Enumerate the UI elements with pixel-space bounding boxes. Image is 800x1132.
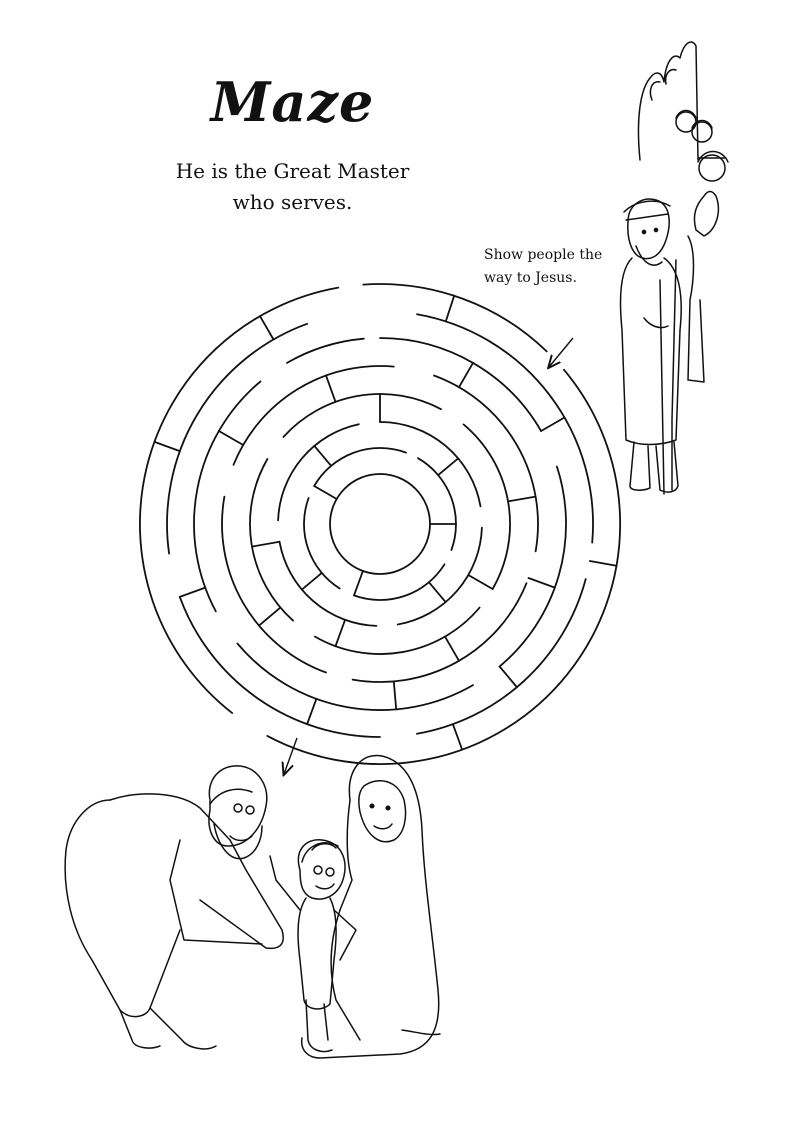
maze-wall — [313, 447, 407, 487]
maze-wall — [325, 374, 337, 403]
maze-walls — [153, 294, 618, 751]
maze-wall — [303, 497, 341, 590]
subtitle: He is the Great Master who serves. — [140, 156, 445, 218]
maze-wall — [527, 577, 556, 589]
maze-wall — [540, 416, 566, 432]
maze-wall — [392, 680, 398, 711]
end-arrow-icon — [284, 737, 298, 774]
maze-wall — [278, 540, 378, 627]
maze-wall — [379, 421, 482, 508]
maze-wall — [433, 374, 539, 553]
instruction-line-2: way to Jesus. — [484, 270, 577, 286]
subtitle-line-2: who serves. — [232, 190, 353, 214]
maze-wall — [353, 563, 446, 601]
maze-rings — [139, 283, 622, 765]
maze-wall — [259, 315, 275, 341]
maze-wall — [314, 606, 481, 655]
maze-wall — [444, 294, 456, 323]
maze-instruction: Show people the way to Jesus. — [484, 244, 614, 290]
maze-wall — [313, 485, 338, 500]
maze-wall — [313, 444, 333, 467]
maze-wall — [258, 606, 282, 627]
page-title: Maze — [210, 70, 375, 134]
maze-wall — [451, 723, 464, 751]
maze-wall — [178, 586, 207, 598]
maze-wall — [251, 540, 281, 548]
maze-wall — [153, 440, 181, 453]
maze-wall — [351, 582, 528, 683]
maze-wall — [416, 578, 587, 735]
maze-wall — [282, 393, 442, 438]
maze-wall — [462, 423, 511, 590]
instruction-line-1: Show people the — [484, 247, 603, 263]
maze-wall — [232, 365, 395, 466]
maze-wall — [266, 368, 622, 765]
maze-wall — [467, 574, 494, 590]
maze-wall — [458, 361, 474, 389]
maze-wall — [166, 322, 308, 555]
maze-wall — [427, 581, 447, 603]
maze-wall — [444, 635, 460, 662]
maze-wall — [353, 570, 364, 597]
circular-maze[interactable] — [139, 283, 622, 765]
maze-wall — [507, 495, 537, 503]
maze-wall — [588, 560, 618, 567]
maze-wall — [306, 697, 318, 726]
crowd-illustration — [619, 41, 729, 495]
maze-wall — [249, 458, 294, 622]
family-illustration — [64, 754, 441, 1059]
maze-wall — [334, 618, 347, 648]
maze-wall — [362, 283, 548, 353]
maze-wall — [286, 337, 365, 364]
subtitle-line-1: He is the Great Master — [175, 159, 410, 183]
maze-wall — [178, 596, 381, 738]
maze-wall — [221, 495, 327, 674]
maze-wall — [498, 465, 567, 668]
maze-wall — [217, 430, 245, 446]
maze-wall — [396, 526, 483, 626]
maze-wall — [300, 572, 323, 591]
maze-wall — [193, 380, 262, 613]
maze-wall — [437, 457, 460, 477]
maze-center-ring — [329, 473, 431, 575]
maze-wall — [236, 642, 474, 711]
maze-wall — [417, 457, 457, 551]
start-arrow-icon — [549, 337, 574, 367]
maze-wall — [416, 313, 594, 544]
maze-wall — [498, 665, 518, 689]
maze-wall — [277, 423, 360, 522]
